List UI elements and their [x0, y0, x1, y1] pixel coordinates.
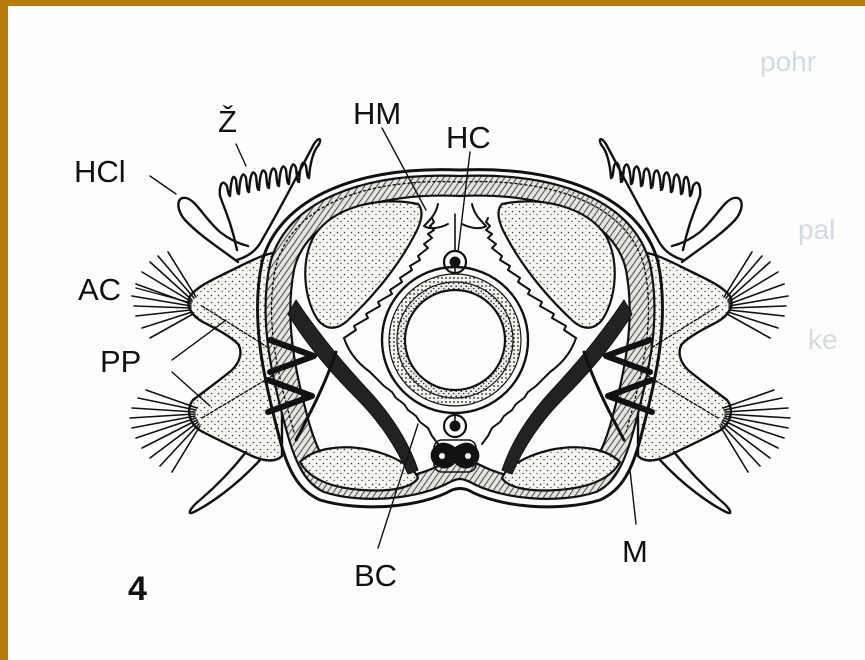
bleed-through-text-2: pal — [798, 216, 835, 244]
label-hm: HM — [353, 98, 401, 129]
label-m: M — [622, 536, 648, 567]
bleed-through-text-1: pohr — [760, 48, 816, 76]
label-bc: BC — [354, 560, 397, 591]
cross-section-diagram — [8, 6, 865, 660]
left-ventral-cirrus — [190, 452, 260, 513]
ventral-vessel — [431, 413, 478, 472]
label-ac: AC — [78, 274, 121, 305]
label-hc: HC — [446, 122, 491, 153]
bleed-through-text-3: ke — [808, 326, 838, 354]
figure-number: 4 — [128, 572, 147, 606]
gut — [382, 267, 528, 413]
dorsal-vessel — [424, 204, 486, 273]
left-dorsal-cirrus — [178, 198, 248, 262]
figure-frame: pohr pal ke HCl Ž HM HC AC PP BC M 4 — [8, 6, 865, 660]
label-z: Ž — [218, 106, 237, 137]
label-pp: PP — [100, 346, 141, 377]
label-hcl: HCl — [74, 156, 126, 187]
